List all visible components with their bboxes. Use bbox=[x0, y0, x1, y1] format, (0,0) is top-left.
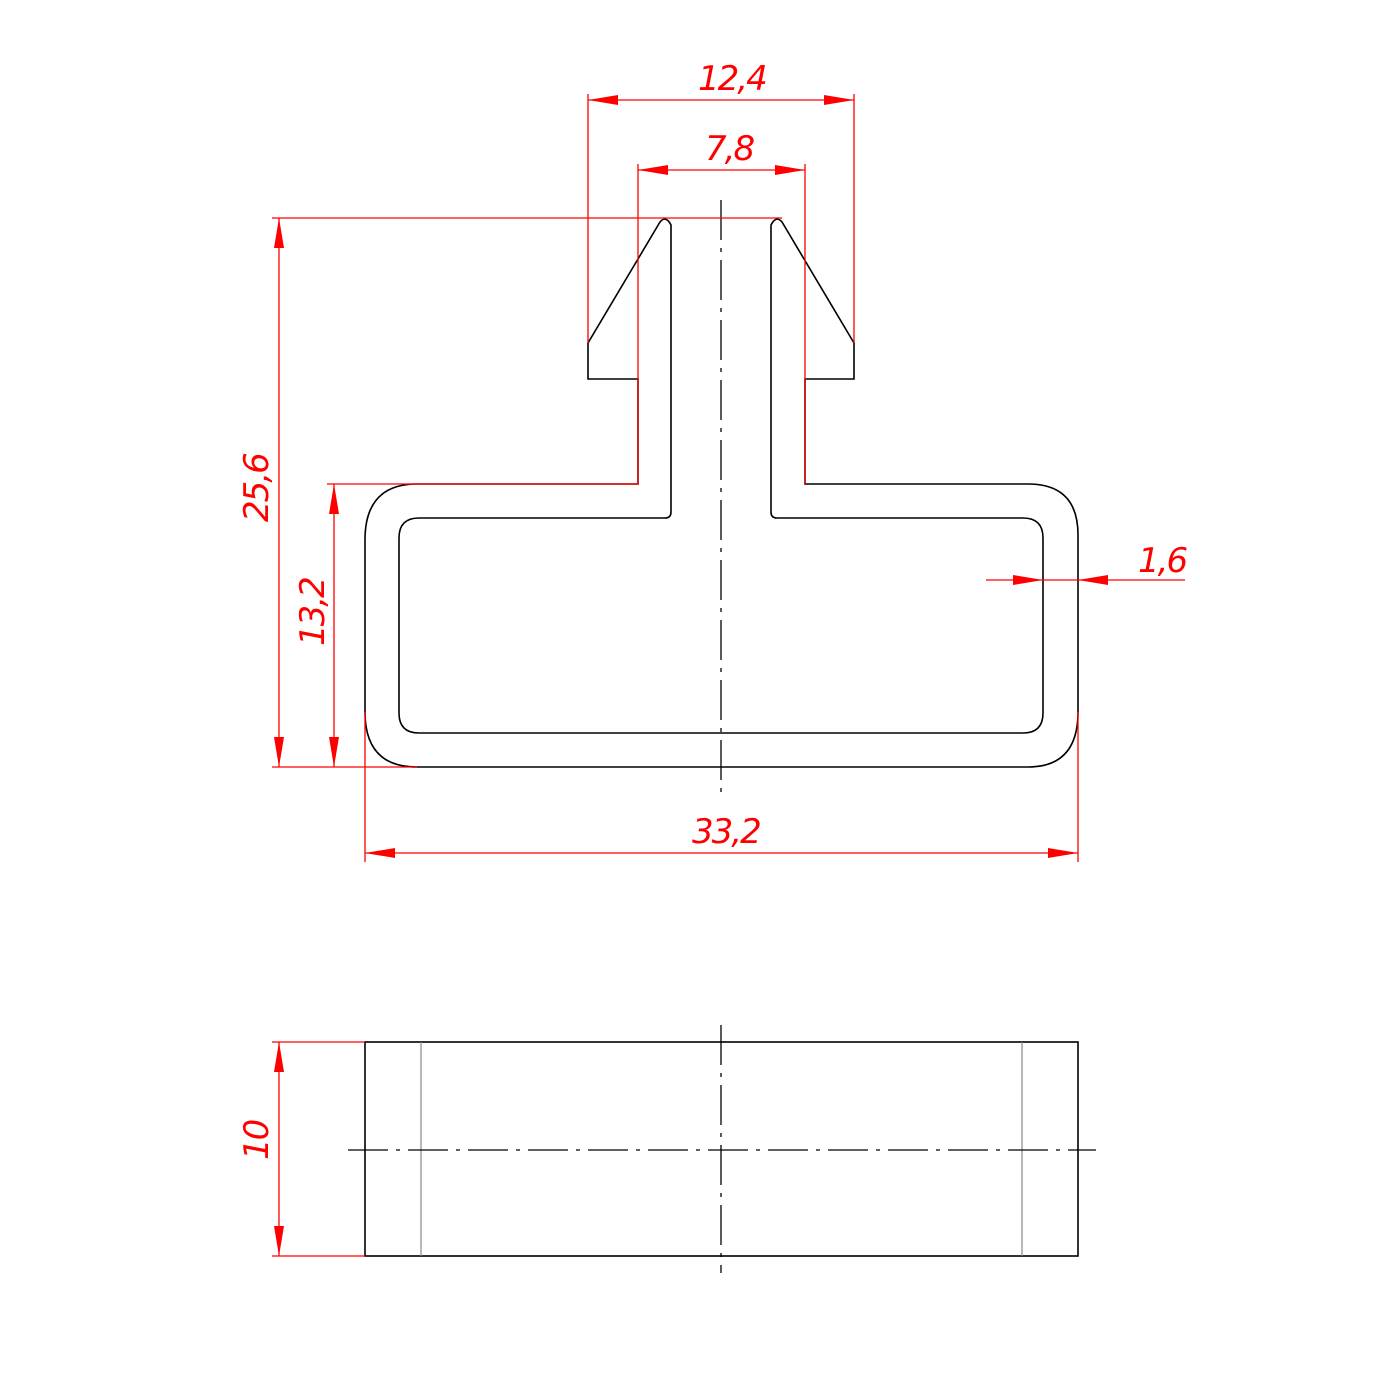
dim-wall-thickness: 1,6 bbox=[1138, 541, 1187, 581]
dim-body-height: 13,2 bbox=[293, 578, 333, 646]
dimensions-profile: 12,4 7,8 25,6 13,2 33,2 1,6 bbox=[237, 59, 1189, 862]
side-view bbox=[348, 1025, 1096, 1273]
dim-total-height: 25,6 bbox=[237, 453, 277, 522]
dim-stem-width: 7,8 bbox=[705, 129, 754, 169]
dim-total-width: 33,2 bbox=[692, 812, 760, 852]
profile-view bbox=[364, 200, 1079, 795]
dim-top-width: 12,4 bbox=[698, 59, 766, 99]
dimensions-side: 10 bbox=[237, 1041, 365, 1257]
dim-depth: 10 bbox=[237, 1120, 277, 1160]
